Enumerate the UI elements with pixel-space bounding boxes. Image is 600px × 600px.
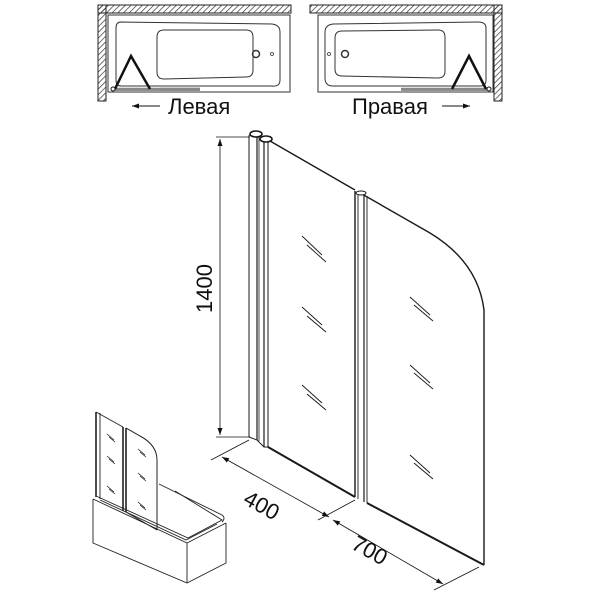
dimension-label-height: 1400 — [192, 264, 217, 313]
dimension-widths: 400 700 — [210, 439, 480, 591]
plan-view-right: Правая — [309, 4, 503, 119]
wall-side-hatch — [97, 4, 107, 102]
dimension-label-400: 400 — [240, 486, 284, 526]
thumbnail-perspective — [92, 411, 227, 584]
bathtub-outline — [317, 14, 494, 93]
thumbnail-bathtub — [92, 499, 227, 584]
wall-top-hatch — [97, 4, 292, 14]
bathtub-outline — [107, 14, 291, 93]
glass-bottom-edge — [267, 446, 356, 498]
dimension-line-700 — [332, 519, 444, 585]
bathtub-basin — [334, 29, 446, 79]
plan-view-left: Левая — [97, 4, 292, 119]
folding-panels-icon — [113, 53, 152, 90]
wall-top-hatch — [309, 4, 503, 14]
overflow-icon — [270, 52, 274, 56]
drain-icon — [251, 49, 261, 59]
wall-side-hatch — [493, 4, 503, 102]
dimension-height: 1400 — [192, 136, 250, 438]
main-isometric-view — [248, 130, 485, 566]
bathtub-basin — [156, 29, 254, 80]
hinge-icon — [486, 86, 492, 92]
glass-top-edge — [269, 140, 356, 191]
plan-label-left: Левая — [168, 94, 230, 119]
dimension-line-400 — [221, 456, 330, 518]
plan-label-right: Правая — [352, 94, 428, 119]
dimension-label-700: 700 — [348, 531, 392, 571]
folding-panels-icon — [450, 53, 488, 90]
bathtub-rim — [324, 21, 487, 87]
bathtub-rim — [115, 21, 281, 87]
glass-reflection-marks — [301, 235, 434, 480]
top-hinge-cap — [249, 130, 263, 138]
overflow-icon — [327, 52, 331, 56]
drain-icon — [340, 49, 350, 59]
swing-panel-outline — [361, 193, 485, 565]
hinge-icon — [110, 86, 116, 92]
